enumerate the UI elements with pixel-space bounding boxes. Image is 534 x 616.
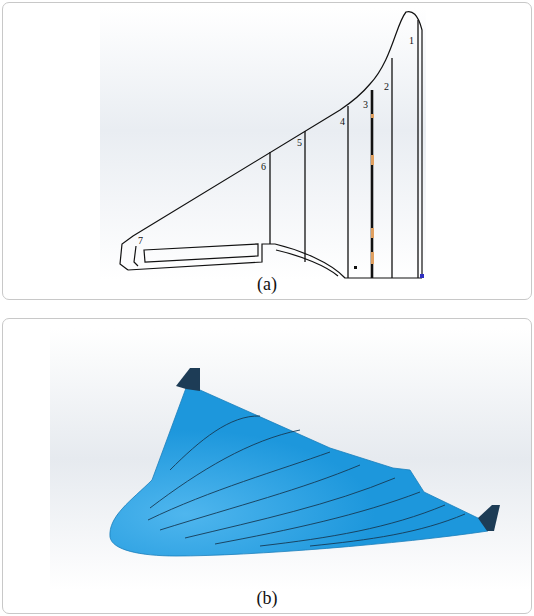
figure-panel: (a) xyxy=(2,2,532,300)
section-number: 2 xyxy=(384,82,389,92)
panel-caption: (a) xyxy=(3,274,531,295)
section-number: 1 xyxy=(409,36,414,46)
section-number: 4 xyxy=(340,117,345,127)
panel-caption: (b) xyxy=(3,588,531,609)
figure-panel: (b) xyxy=(2,318,532,614)
section-number: 3 xyxy=(363,100,368,110)
section-number: 6 xyxy=(261,162,266,172)
section-number: 7 xyxy=(138,236,143,246)
section-number: 5 xyxy=(297,138,302,148)
